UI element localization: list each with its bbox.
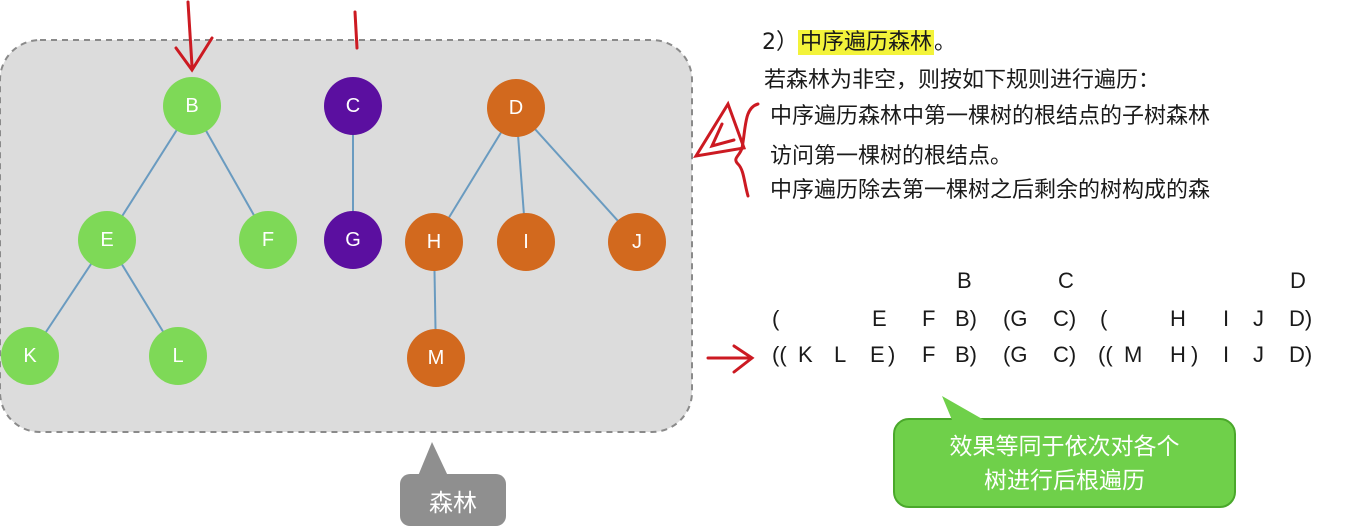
node-j (608, 213, 666, 271)
row2-token: F (922, 342, 936, 367)
row1-token: ( (1100, 306, 1108, 331)
callout-line-2: 树进行后根遍历 (984, 468, 1145, 494)
brace-marker (734, 102, 760, 198)
root-token: B (957, 268, 972, 293)
node-b (163, 77, 221, 135)
row1-token: H (1170, 306, 1186, 331)
heading-number: 2） (762, 30, 798, 55)
row2-token: C) (1053, 342, 1077, 367)
tick-mark-c (353, 10, 359, 50)
row2-token: L (834, 342, 847, 367)
rule-2: 访问第一棵树的根结点。 (770, 144, 1013, 169)
row2-token: J (1253, 342, 1264, 367)
row1-token: I (1223, 306, 1230, 331)
node-label-f: F (262, 229, 274, 251)
row1-token: ( (772, 306, 780, 331)
heading-suffix: 。 (934, 30, 957, 55)
callout-line-1: 效果等同于依次对各个 (949, 434, 1180, 460)
row1-token: (G (1003, 306, 1028, 331)
node-k (1, 327, 59, 385)
node-label-c: C (346, 95, 360, 117)
row1-token: B) (955, 306, 977, 331)
rule-3: 中序遍历除去第一棵树之后剩余的树构成的森 (770, 178, 1211, 203)
row2-token: B) (955, 342, 977, 367)
root-token: C (1058, 268, 1074, 293)
node-d (487, 79, 545, 137)
callout-box: 效果等同于依次对各个 树进行后根遍历 (893, 418, 1236, 508)
rule-1: 中序遍历森林中第一棵树的根结点的子树森林 (770, 104, 1211, 129)
row2-token: M (1124, 342, 1143, 367)
row1-token: F (922, 306, 936, 331)
row2-token: E (870, 342, 885, 367)
node-c (324, 77, 382, 135)
row2-token: (( (1098, 342, 1113, 367)
node-l (149, 327, 207, 385)
callout-pointer (942, 396, 984, 420)
triangle-marker-icon (692, 100, 747, 159)
forest-label-pointer (418, 442, 448, 476)
row2-token: H (1170, 342, 1186, 367)
node-h (405, 213, 463, 271)
node-label-j: J (632, 231, 642, 253)
edge-d-j (515, 107, 638, 243)
heading-highlight: 中序遍历森林 (798, 30, 935, 55)
forest-diagram: B C D E F G H I J K L M (0, 0, 760, 433)
node-label-d: D (509, 97, 523, 119)
row2-token: ) (1191, 342, 1199, 367)
node-label-h: H (427, 231, 441, 253)
node-label-e: E (100, 229, 113, 251)
heading: 2）中序遍历森林。 (762, 24, 956, 56)
arrow-to-row2-icon (706, 344, 755, 374)
row1-token: C) (1053, 306, 1077, 331)
row1-token: E (872, 306, 887, 331)
node-e (78, 211, 136, 269)
node-label-l: L (172, 345, 183, 367)
row1-token: J (1253, 306, 1264, 331)
row1-token: D) (1289, 306, 1313, 331)
intro-text: 若森林为非空，则按如下规则进行遍历： (764, 68, 1161, 93)
node-g (324, 211, 382, 269)
forest-label: 森林 (400, 474, 506, 526)
node-label-i: I (523, 231, 529, 253)
row2-token: K (798, 342, 813, 367)
row2-token: (( (772, 342, 787, 367)
row2-token: ) (888, 342, 896, 367)
row2-token: D) (1289, 342, 1313, 367)
node-label-g: G (345, 229, 361, 251)
node-i (497, 213, 555, 271)
node-label-m: M (428, 347, 445, 369)
red-annotations (174, 0, 760, 374)
node-f (239, 211, 297, 269)
root-token: D (1290, 268, 1306, 293)
node-label-b: B (185, 95, 198, 117)
node-m (407, 329, 465, 387)
row2-token: I (1223, 342, 1230, 367)
node-label-k: K (23, 345, 37, 367)
arrow-to-b-icon (174, 0, 214, 73)
row2-token: (G (1003, 342, 1028, 367)
